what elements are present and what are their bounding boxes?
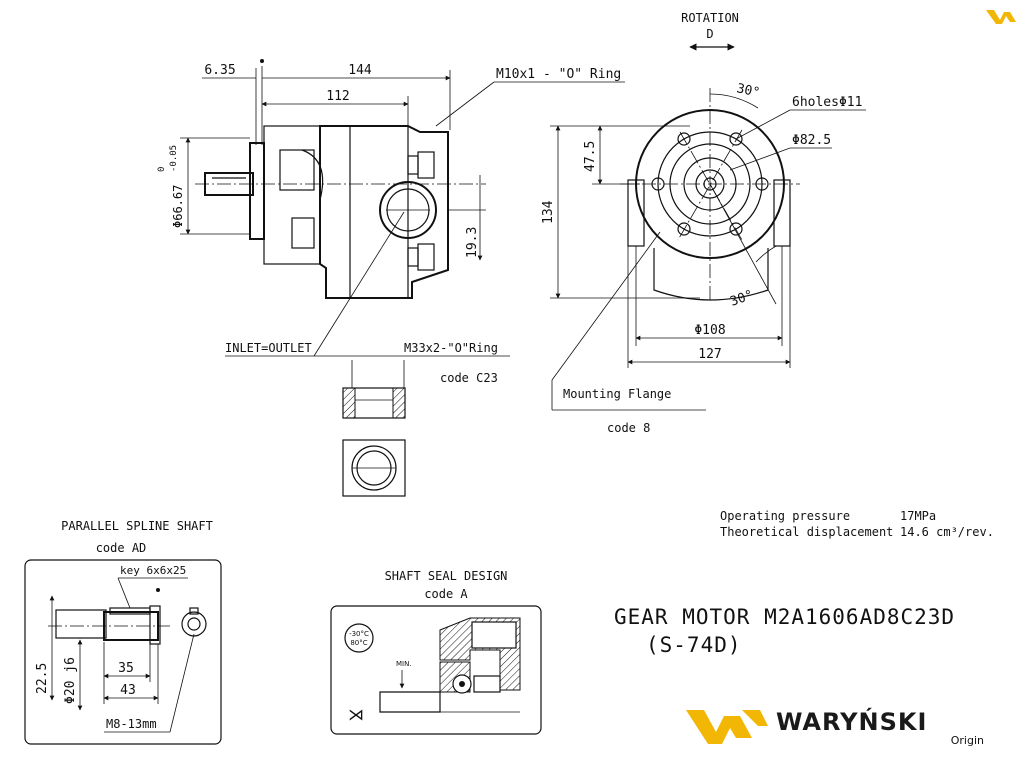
product-subtitle: (S-74D) (646, 633, 742, 657)
pressure-value: 17MPa (900, 509, 936, 523)
dim-112: 112 (326, 89, 349, 104)
corner-logo-icon (986, 10, 1016, 24)
brand-mark-icon (686, 710, 768, 744)
brand-logo: WARYŃSKI Origin (686, 707, 984, 747)
angle-top: 30° (735, 81, 761, 101)
dim-134: 134 (541, 200, 556, 224)
dia-82-5: Φ82.5 (792, 133, 831, 148)
shaft-code: code AD (96, 541, 147, 555)
front-view: 30° 30° 6holesΦ11 Φ82.5 47.5 134 Φ108 12… (541, 81, 866, 435)
rotation-label: ROTATION (681, 11, 739, 25)
dim-6-35: 6.35 (204, 63, 235, 78)
title-block: GEAR MOTOR M2A1606AD8C23D (S-74D) (614, 605, 955, 657)
rotation-indicator: ROTATION D (681, 11, 739, 51)
dim-shaft-tol-lower: -0.05 (169, 145, 179, 172)
product-title: GEAR MOTOR M2A1606AD8C23D (614, 605, 955, 629)
seal-title: SHAFT SEAL DESIGN (385, 569, 508, 583)
displacement-label: Theoretical displacement (720, 525, 893, 539)
temp-low: -30°C (349, 630, 369, 638)
dim-19-3: 19.3 (465, 227, 480, 258)
shaft-title: PARALLEL SPLINE SHAFT (61, 519, 213, 533)
specs: Operating pressure 17MPa Theoretical dis… (720, 509, 994, 539)
dim-127: 127 (698, 347, 721, 362)
shaft-detail: PARALLEL SPLINE SHAFT code AD key 6x6x25… (24, 519, 222, 745)
rotation-code: D (706, 27, 713, 41)
dim-144: 144 (348, 63, 372, 78)
angle-bottom: 30° (728, 288, 755, 310)
cross-symbol-icon: ⋊ (348, 705, 364, 724)
holes-label: 6holesΦ11 (792, 95, 862, 110)
seal-code: code A (424, 587, 468, 601)
dim-43: 43 (120, 683, 136, 698)
min-label: MIN. (396, 660, 412, 668)
mounting-flange-label: Mounting Flange (563, 387, 671, 401)
brand-tagline: Origin (951, 734, 984, 747)
thread-label: M8-13mm (106, 717, 157, 731)
m10-oring-label: M10x1 - "O" Ring (496, 67, 621, 82)
seal-detail: SHAFT SEAL DESIGN code A -30°C 80°C MIN.… (330, 569, 542, 735)
dim-47-5: 47.5 (583, 141, 598, 172)
displacement-value: 14.6 cm³/rev. (900, 525, 994, 539)
dia-20-j6: Φ20 j6 (63, 657, 78, 704)
dim-shaft-diameter: Φ66.67 (171, 185, 185, 228)
side-view: 6.35 144 112 M10x1 - "O" Ring (157, 59, 625, 497)
brand-name: WARYŃSKI (776, 707, 927, 736)
key-label: key 6x6x25 (120, 564, 186, 577)
pressure-label: Operating pressure (720, 509, 850, 523)
temp-high: 80°C (350, 639, 367, 647)
dia-108: Φ108 (694, 323, 725, 338)
port-thread-label: M33x2-"O"Ring (404, 341, 498, 355)
mounting-code-label: code 8 (607, 421, 650, 435)
dim-22-5: 22.5 (35, 663, 50, 694)
inlet-outlet-label: INLET=OUTLET (225, 341, 312, 355)
dim-35: 35 (118, 661, 134, 676)
port-code-label: code C23 (440, 371, 498, 385)
dim-shaft-tol-upper: 0 (157, 167, 167, 172)
